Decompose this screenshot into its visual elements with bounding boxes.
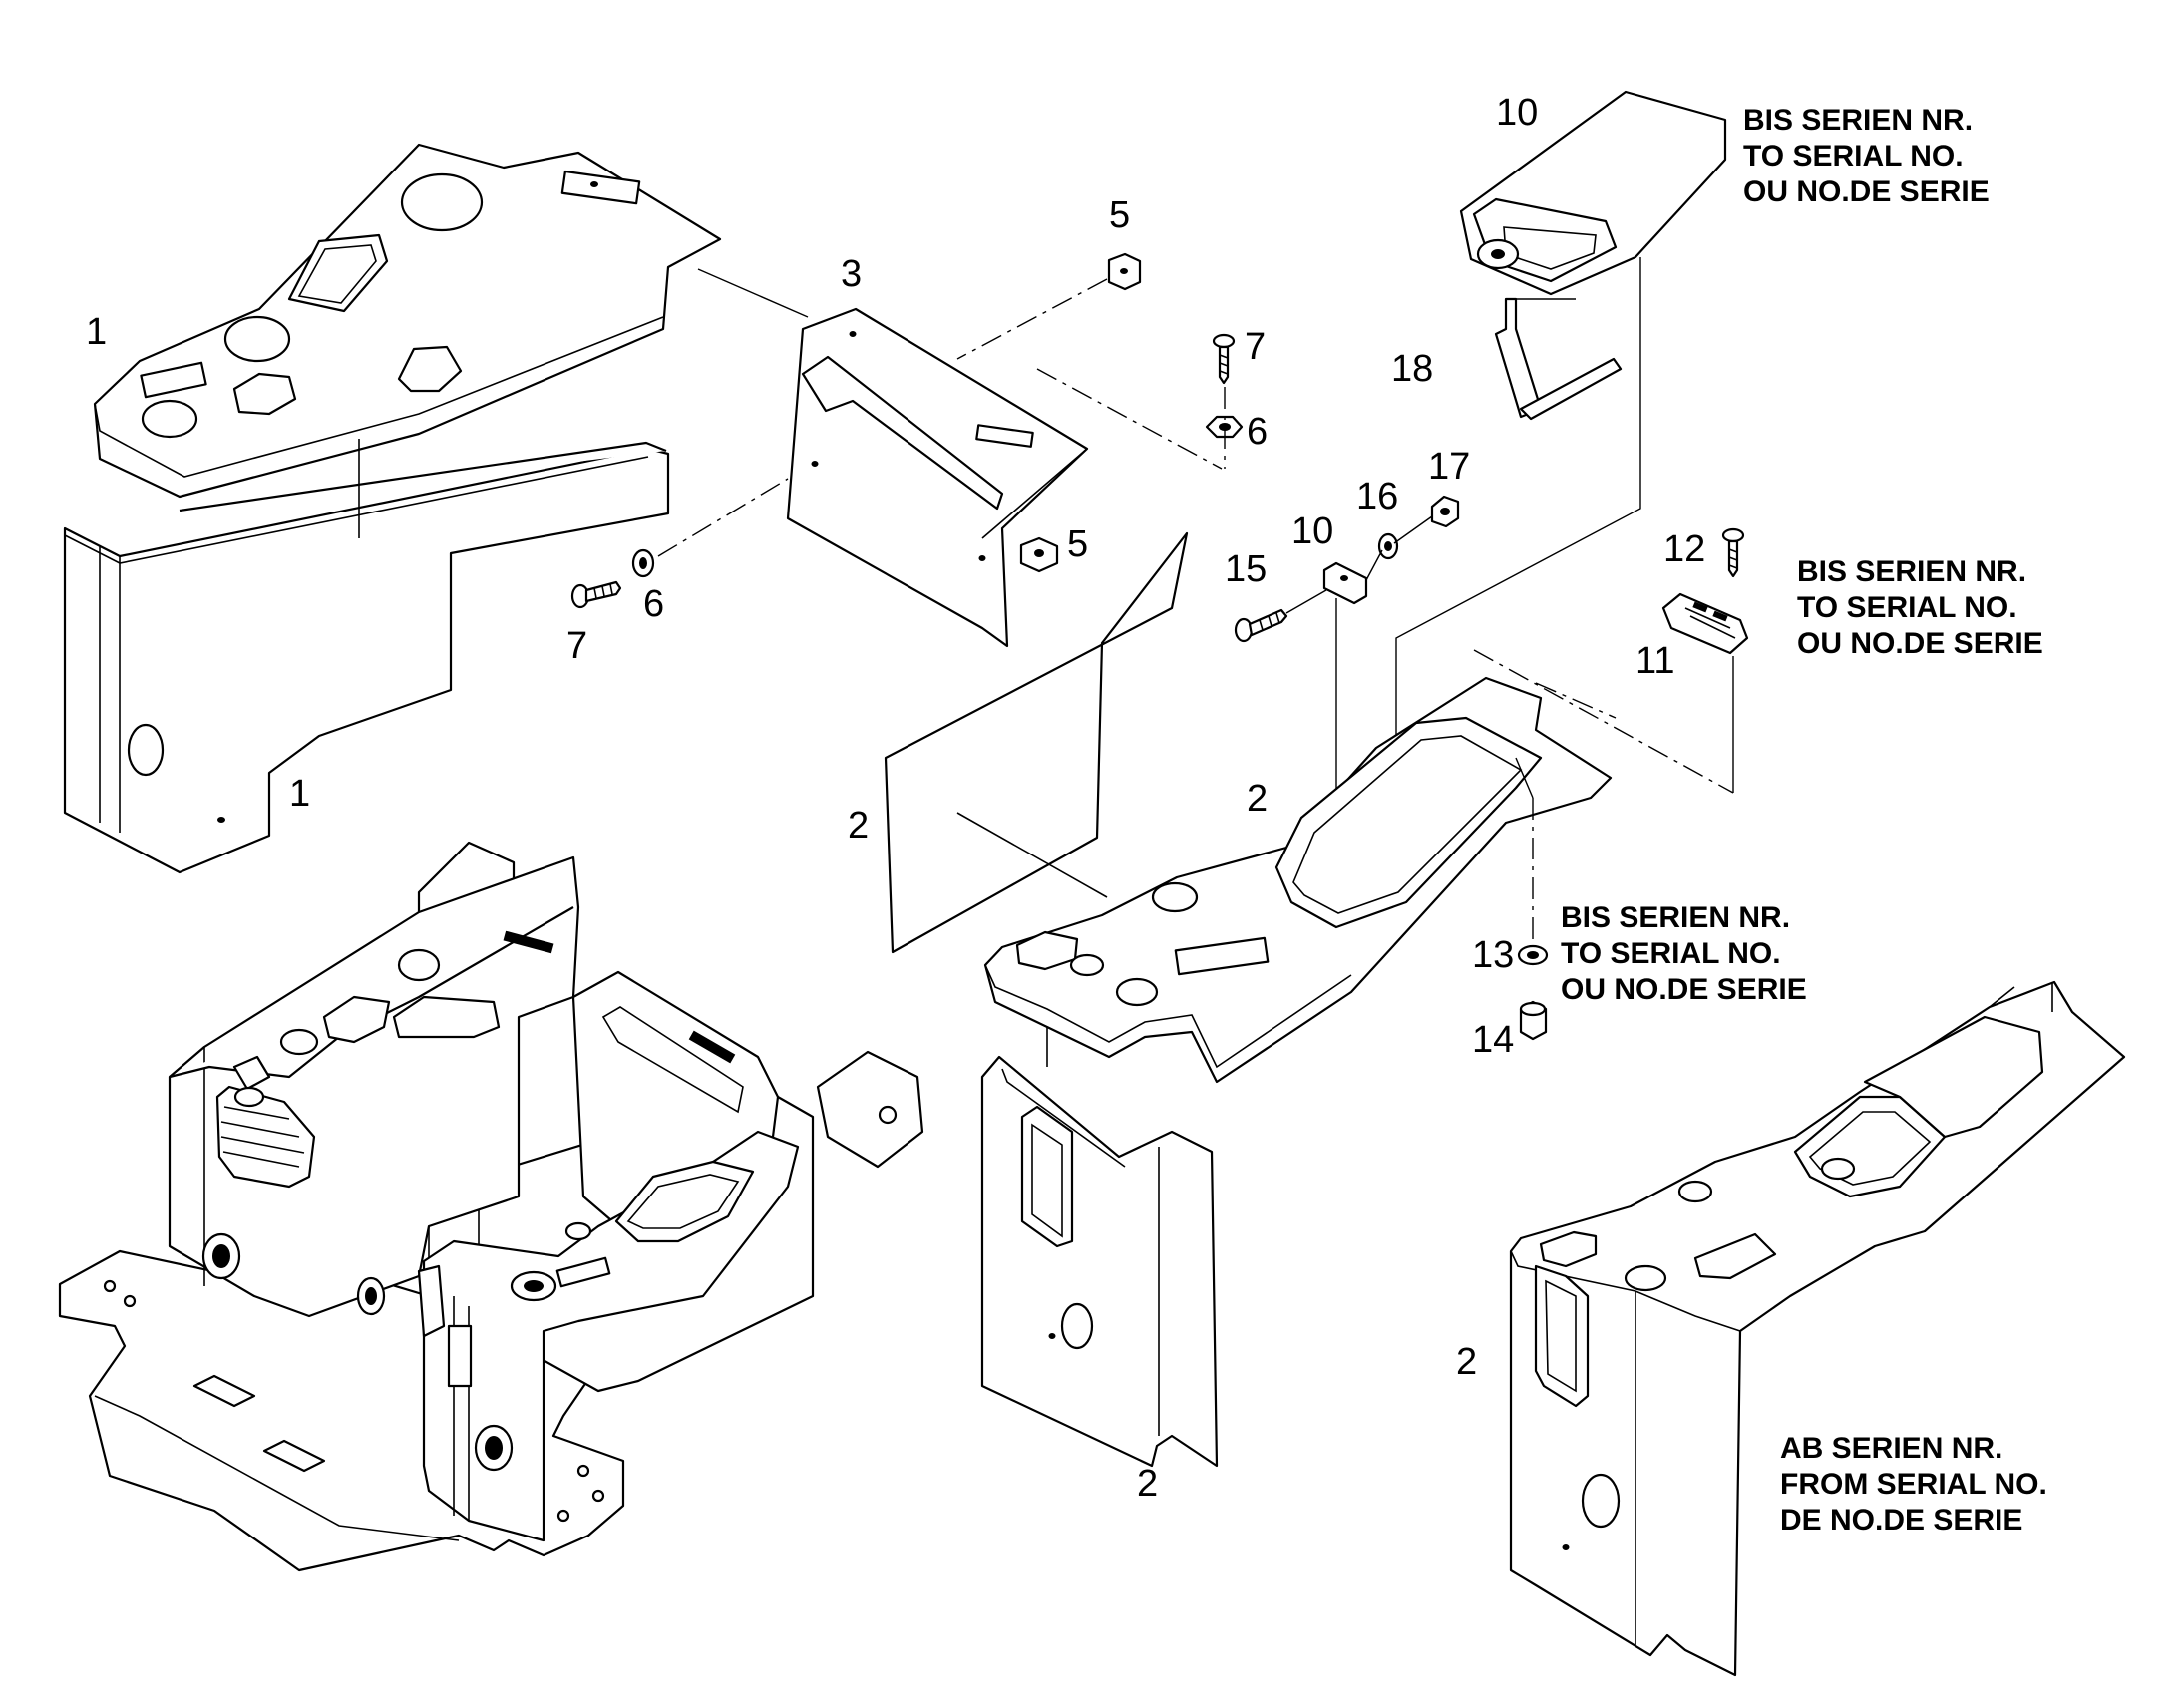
note-lower-mid-line-1: BIS SERIEN NR. xyxy=(1561,901,1790,934)
callout-2-gasket: 2 xyxy=(848,805,869,847)
note-bottom-right: AB SERIEN NR. FROM SERIAL NO. DE NO.DE S… xyxy=(1780,1432,2047,1537)
part-1-lower-housing xyxy=(63,439,670,874)
part-2-new-console xyxy=(1509,980,2126,1677)
callout-10-mid: 10 xyxy=(1291,511,1333,552)
part-12-screw xyxy=(1721,527,1745,578)
callout-6-left: 6 xyxy=(643,583,664,625)
part-5-clip-nut-top xyxy=(1107,252,1142,291)
part-3-bracket xyxy=(786,307,1089,648)
note-lower-mid-line-2: TO SERIAL NO. xyxy=(1561,937,1781,970)
callout-2-lower-housing: 2 xyxy=(1137,1463,1158,1505)
callout-7-top: 7 xyxy=(1245,326,1266,368)
note-mid-right-line-3: OU NO.DE SERIE xyxy=(1797,627,2043,660)
callout-10-top: 10 xyxy=(1496,92,1538,134)
callout-15: 15 xyxy=(1225,548,1267,590)
callout-2-upper-console: 2 xyxy=(1247,778,1268,820)
callout-14: 14 xyxy=(1472,1019,1514,1061)
note-bottom-right-line-1: AB SERIEN NR. xyxy=(1780,1432,2002,1465)
part-16-washer xyxy=(1377,532,1399,560)
note-mid-right-line-2: TO SERIAL NO. xyxy=(1797,591,2017,624)
note-bottom-right-line-2: FROM SERIAL NO. xyxy=(1780,1468,2047,1501)
callout-17: 17 xyxy=(1428,446,1470,488)
callout-6-top: 6 xyxy=(1247,411,1268,453)
part-7-screw-top xyxy=(1212,333,1236,385)
part-7-screw-left xyxy=(570,580,622,609)
part-2-upper-console xyxy=(983,676,1613,1084)
note-top-right: BIS SERIEN NR. TO SERIAL NO. OU NO.DE SE… xyxy=(1743,104,1990,208)
part-10-lid xyxy=(1459,90,1727,296)
note-top-right-line-3: OU NO.DE SERIE xyxy=(1743,175,1990,208)
part-18-strap xyxy=(1494,297,1623,421)
part-2-gasket xyxy=(884,531,1189,954)
callout-16: 16 xyxy=(1356,476,1398,517)
note-mid-right: BIS SERIEN NR. TO SERIAL NO. OU NO.DE SE… xyxy=(1797,555,2043,660)
part-17-nut xyxy=(1430,495,1460,528)
callout-12: 12 xyxy=(1663,528,1705,570)
callout-1-bottom: 1 xyxy=(289,773,310,815)
note-mid-right-line-1: BIS SERIEN NR. xyxy=(1797,555,2026,588)
note-lower-mid-line-3: OU NO.DE SERIE xyxy=(1561,973,1807,1006)
part-15-screw xyxy=(1234,608,1288,643)
callout-5-top: 5 xyxy=(1109,194,1130,236)
part-1-upper-cover xyxy=(93,143,722,499)
note-top-right-line-2: TO SERIAL NO. xyxy=(1743,140,1964,172)
callout-11: 11 xyxy=(1635,640,1674,682)
part-6-washer-left xyxy=(631,548,655,578)
part-13-washer xyxy=(1517,944,1549,966)
callout-2-new-console: 2 xyxy=(1456,1341,1477,1383)
assembled-console-view xyxy=(58,841,924,1572)
note-lower-mid: BIS SERIEN NR. TO SERIAL NO. OU NO.DE SE… xyxy=(1561,901,1807,1006)
callout-5-bottom: 5 xyxy=(1067,523,1088,565)
callout-3: 3 xyxy=(841,253,862,295)
part-14-nut xyxy=(1519,1000,1548,1041)
callout-13: 13 xyxy=(1472,934,1514,976)
callout-18: 18 xyxy=(1391,348,1433,390)
part-10-clip xyxy=(1322,561,1368,605)
note-bottom-right-line-3: DE NO.DE SERIE xyxy=(1780,1504,2022,1537)
part-2-lower-housing xyxy=(980,1027,1219,1468)
part-5-clip-nut-bottom xyxy=(1019,536,1059,573)
callout-7-left: 7 xyxy=(566,625,587,667)
note-top-right-line-1: BIS SERIEN NR. xyxy=(1743,104,1973,137)
callout-1-top: 1 xyxy=(86,311,107,353)
part-11-latch xyxy=(1661,592,1749,655)
